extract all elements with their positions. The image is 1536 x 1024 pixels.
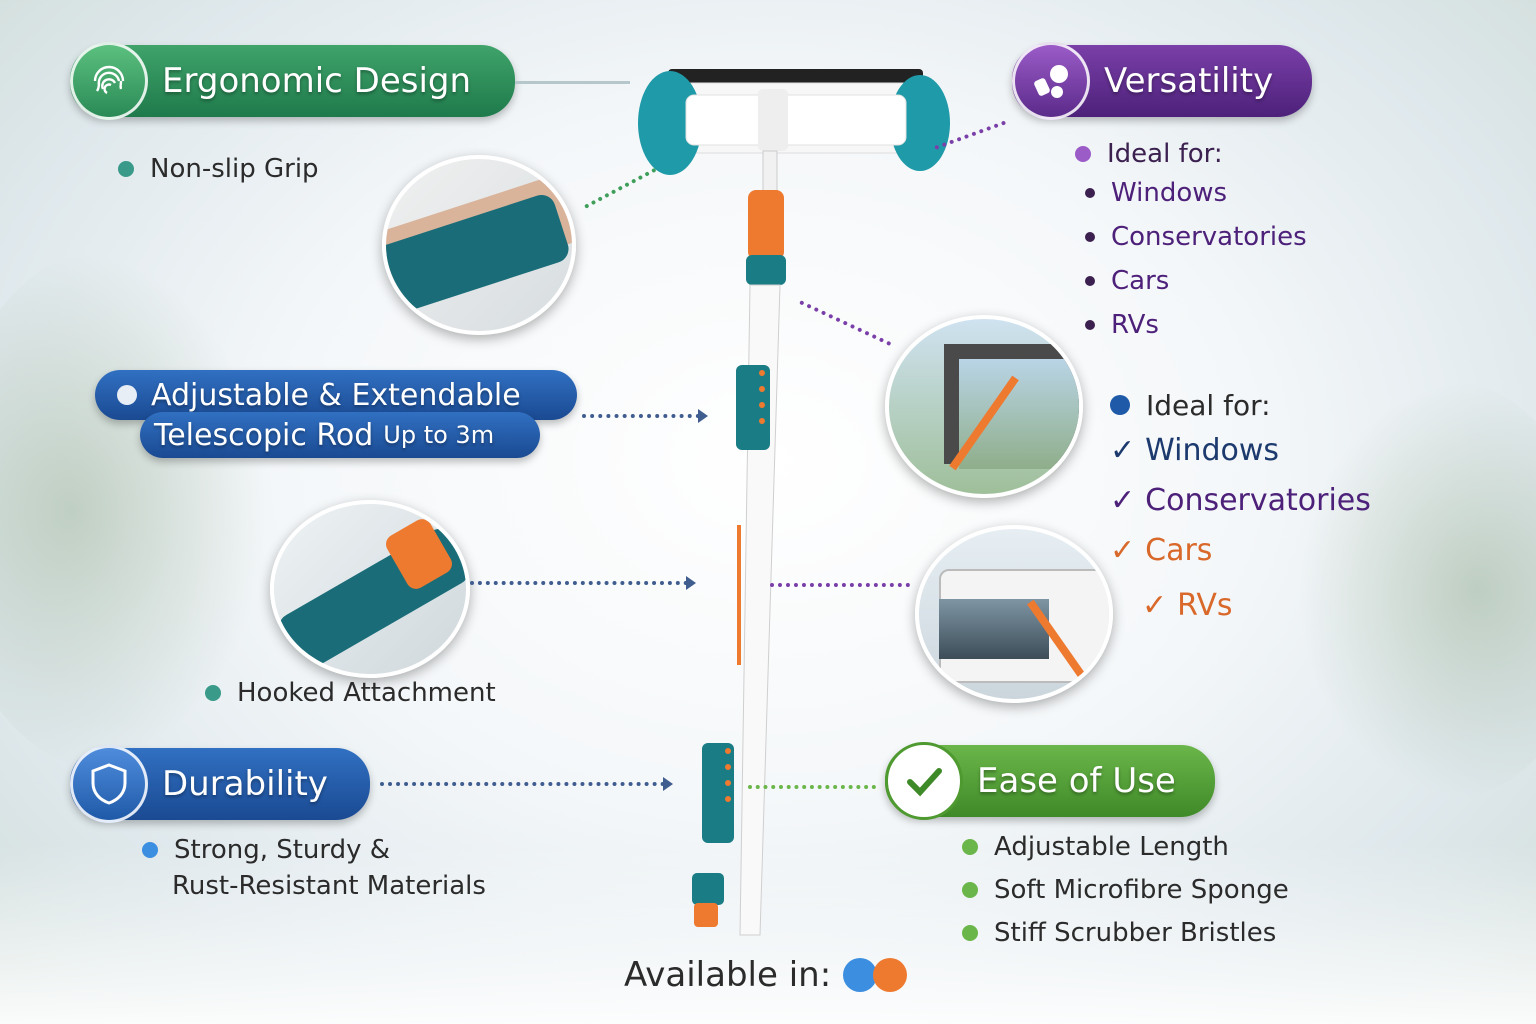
- bullet-dot: [1085, 320, 1095, 330]
- checkmark-icon: [885, 742, 963, 820]
- bullet-dot: [1085, 188, 1095, 198]
- list-item: Conservatories: [1085, 215, 1307, 259]
- adjustable-subtitle: Telescopic Rod: [154, 417, 374, 453]
- bullet-dot: [1085, 276, 1095, 286]
- list-header: Ideal for:: [1110, 385, 1371, 425]
- check-icon: ✓: [1142, 587, 1168, 623]
- bullet-dot: [118, 161, 134, 177]
- bullet-dot: [1075, 146, 1091, 162]
- list-header: Ideal for:: [1075, 137, 1307, 171]
- ease-of-use-list: Adjustable Length Soft Microfibre Sponge…: [962, 825, 1289, 954]
- bullet-line: Strong, Sturdy &: [142, 832, 486, 868]
- bullet-dot: [1110, 395, 1130, 415]
- bullet-text: Strong, Sturdy &: [174, 835, 391, 865]
- connector-line: [515, 81, 630, 84]
- shield-icon: [70, 745, 148, 823]
- versatility-badge: Versatility: [1012, 42, 1312, 120]
- connector-line: [770, 583, 910, 587]
- adjustable-badge-line2: Telescopic Rod Up to 3m: [140, 412, 540, 458]
- bullet-dot: [962, 838, 978, 855]
- list-item: Stiff Scrubber Bristles: [962, 911, 1289, 954]
- list-item: Soft Microfibre Sponge: [962, 868, 1289, 911]
- connector-line: [380, 782, 665, 786]
- adjustable-title: Adjustable & Extendable: [151, 377, 521, 413]
- check-item-text: Conservatories: [1145, 482, 1371, 518]
- connector-line: [582, 414, 700, 418]
- check-icon: ✓: [1110, 432, 1136, 468]
- check-icon: ✓: [1110, 532, 1136, 568]
- durability-title: Durability: [162, 764, 328, 804]
- background-snow: [0, 844, 1536, 1024]
- bullet-dot: [142, 842, 158, 858]
- color-swatch-blue[interactable]: [843, 958, 878, 992]
- connector-line: [748, 785, 876, 789]
- bullet-text: Non-slip Grip: [150, 154, 319, 184]
- list-item: Cars: [1085, 259, 1307, 303]
- arrow-icon: [686, 576, 696, 590]
- adjustable-length: Up to 3m: [383, 421, 495, 449]
- check-item: ✓Windows: [1110, 425, 1371, 475]
- rv-photo: [915, 525, 1113, 703]
- list-item: Windows: [1085, 171, 1307, 215]
- arrow-icon: [698, 409, 708, 423]
- availability: Available in:: [624, 955, 908, 995]
- ease-of-use-title: Ease of Use: [977, 761, 1176, 801]
- list-item-text: Cars: [1111, 266, 1170, 296]
- durability-bullet: Strong, Sturdy & Rust-Resistant Material…: [142, 832, 486, 904]
- ergonomic-design-badge: Ergonomic Design: [70, 42, 515, 120]
- bullet-dot: [962, 881, 978, 898]
- list-item-text: Conservatories: [1111, 222, 1307, 252]
- bullet-dot: [205, 685, 221, 701]
- bullet-text-continued: Rust-Resistant Materials: [172, 871, 486, 901]
- list-item-text: Adjustable Length: [994, 831, 1229, 862]
- list-item-text: Stiff Scrubber Bristles: [994, 917, 1277, 948]
- color-swatch-orange[interactable]: [873, 958, 908, 992]
- arrow-icon: [663, 777, 673, 791]
- check-icon: ✓: [1110, 482, 1136, 518]
- grip-photo: [382, 155, 576, 335]
- check-item: ✓Conservatories: [1110, 475, 1371, 525]
- fingerprint-icon: [70, 42, 148, 120]
- hook-attachment-photo: [270, 500, 470, 678]
- check-item: ✓Cars: [1110, 525, 1371, 575]
- window-photo: [885, 315, 1083, 498]
- bullet-hooked-attachment: Hooked Attachment: [205, 678, 496, 708]
- ergonomic-design-title: Ergonomic Design: [162, 61, 472, 101]
- availability-label: Available in:: [624, 955, 832, 995]
- versatility-list-1: Ideal for: Windows Conservatories Cars R…: [1075, 137, 1307, 347]
- bullet-text: Hooked Attachment: [237, 678, 496, 708]
- check-item-text: Cars: [1145, 532, 1213, 568]
- check-item-text: Windows: [1145, 432, 1280, 468]
- versatility-title: Versatility: [1104, 61, 1274, 101]
- adjustable-badge: Adjustable & Extendable: [95, 370, 577, 420]
- list-item-text: RVs: [1111, 310, 1159, 340]
- check-item-text: RVs: [1177, 587, 1233, 623]
- list-header-text: Ideal for:: [1107, 139, 1223, 169]
- cleaning-tools-icon: [1012, 42, 1090, 120]
- ease-of-use-badge: Ease of Use: [885, 742, 1215, 820]
- versatility-list-2: Ideal for: ✓Windows ✓Conservatories ✓Car…: [1110, 385, 1371, 635]
- list-header-text: Ideal for:: [1146, 388, 1271, 422]
- bullet-dot: [1085, 232, 1095, 242]
- list-item: RVs: [1085, 303, 1307, 347]
- background-foliage-left: [0, 250, 270, 770]
- window-cleaning-pole: [638, 69, 950, 936]
- list-item-text: Windows: [1111, 178, 1228, 208]
- check-item: ✓RVs: [1142, 575, 1371, 635]
- bullet-non-slip-grip: Non-slip Grip: [118, 154, 319, 184]
- list-item: Adjustable Length: [962, 825, 1289, 868]
- background-foliage-right: [1296, 380, 1536, 800]
- bullet-dot: [117, 385, 137, 405]
- bullet-dot: [962, 924, 978, 941]
- durability-badge: Durability: [70, 745, 370, 823]
- connector-line: [470, 581, 688, 585]
- list-item-text: Soft Microfibre Sponge: [994, 874, 1289, 905]
